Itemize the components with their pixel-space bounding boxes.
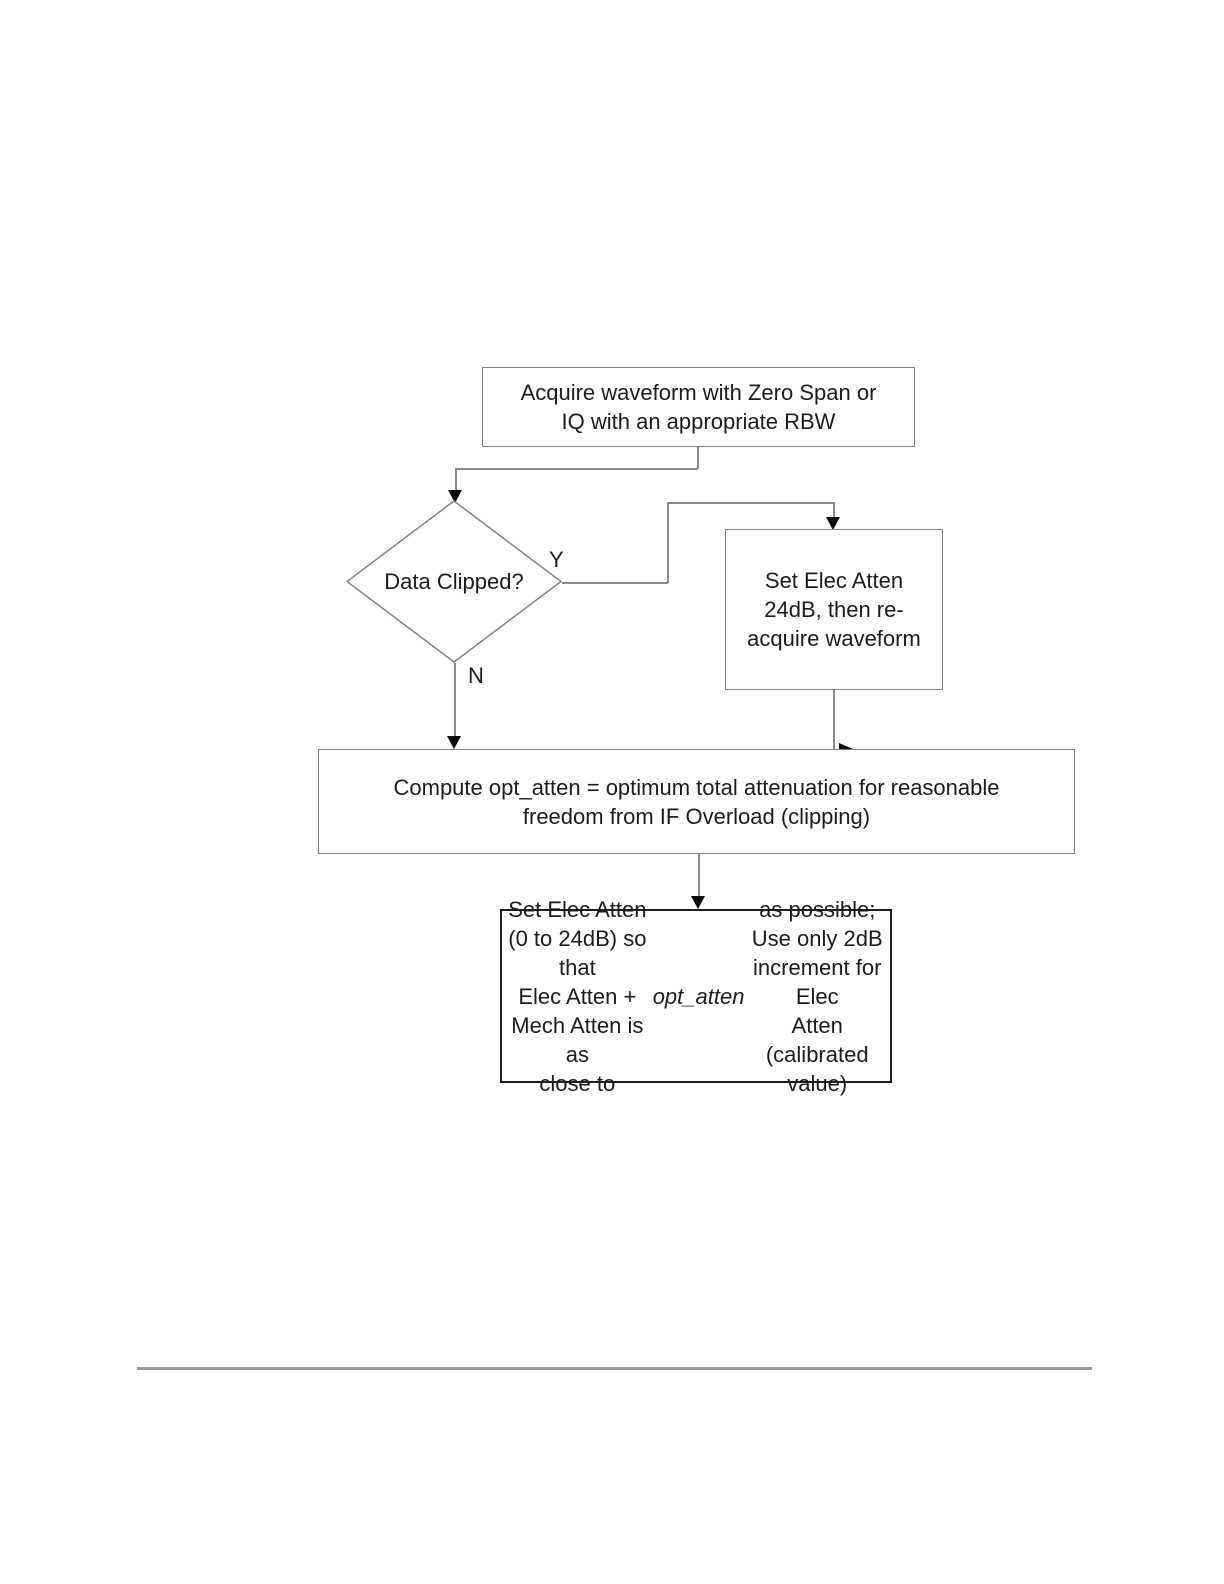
connector-line — [455, 468, 698, 470]
flowchart-node-compute-opt-atten: Compute opt_atten = optimum total attenu… — [318, 749, 1075, 854]
connector-line — [667, 502, 669, 583]
footer-rule — [137, 1367, 1092, 1370]
arrow-down-icon — [448, 490, 462, 503]
connector-line — [455, 468, 457, 492]
arrow-down-icon — [826, 517, 840, 530]
setrange-text-before: Set Elec Atten (0 to 24dB) so that Elec … — [508, 896, 647, 1096]
flowchart-node-set-elec-atten-24db: Set Elec Atten 24dB, then re- acquire wa… — [725, 529, 943, 690]
connector-line — [698, 854, 700, 897]
flowchart-node-data-clipped-decision: Data Clipped? — [346, 500, 562, 663]
connector-line — [454, 663, 456, 737]
arrow-down-icon — [447, 736, 461, 749]
flowchart-node-acquire-waveform: Acquire waveform with Zero Span or IQ wi… — [482, 367, 915, 447]
connector-line — [833, 502, 835, 518]
setrange-italic-term: opt_atten — [652, 983, 745, 1009]
connector-line — [833, 690, 835, 749]
diamond-shape — [346, 500, 562, 663]
setrange-text-after: as possible; Use only 2dB increment for … — [751, 896, 883, 1096]
arrow-down-icon — [691, 896, 705, 909]
connector-line — [697, 447, 699, 469]
edge-label-no: N — [468, 663, 484, 688]
connector-line — [667, 502, 834, 504]
flowchart-node-set-elec-atten-range: Set Elec Atten (0 to 24dB) so that Elec … — [500, 897, 892, 1096]
edge-label-yes: Y — [549, 547, 564, 572]
decision-label: Data Clipped? — [384, 569, 524, 594]
connector-line — [562, 582, 668, 584]
